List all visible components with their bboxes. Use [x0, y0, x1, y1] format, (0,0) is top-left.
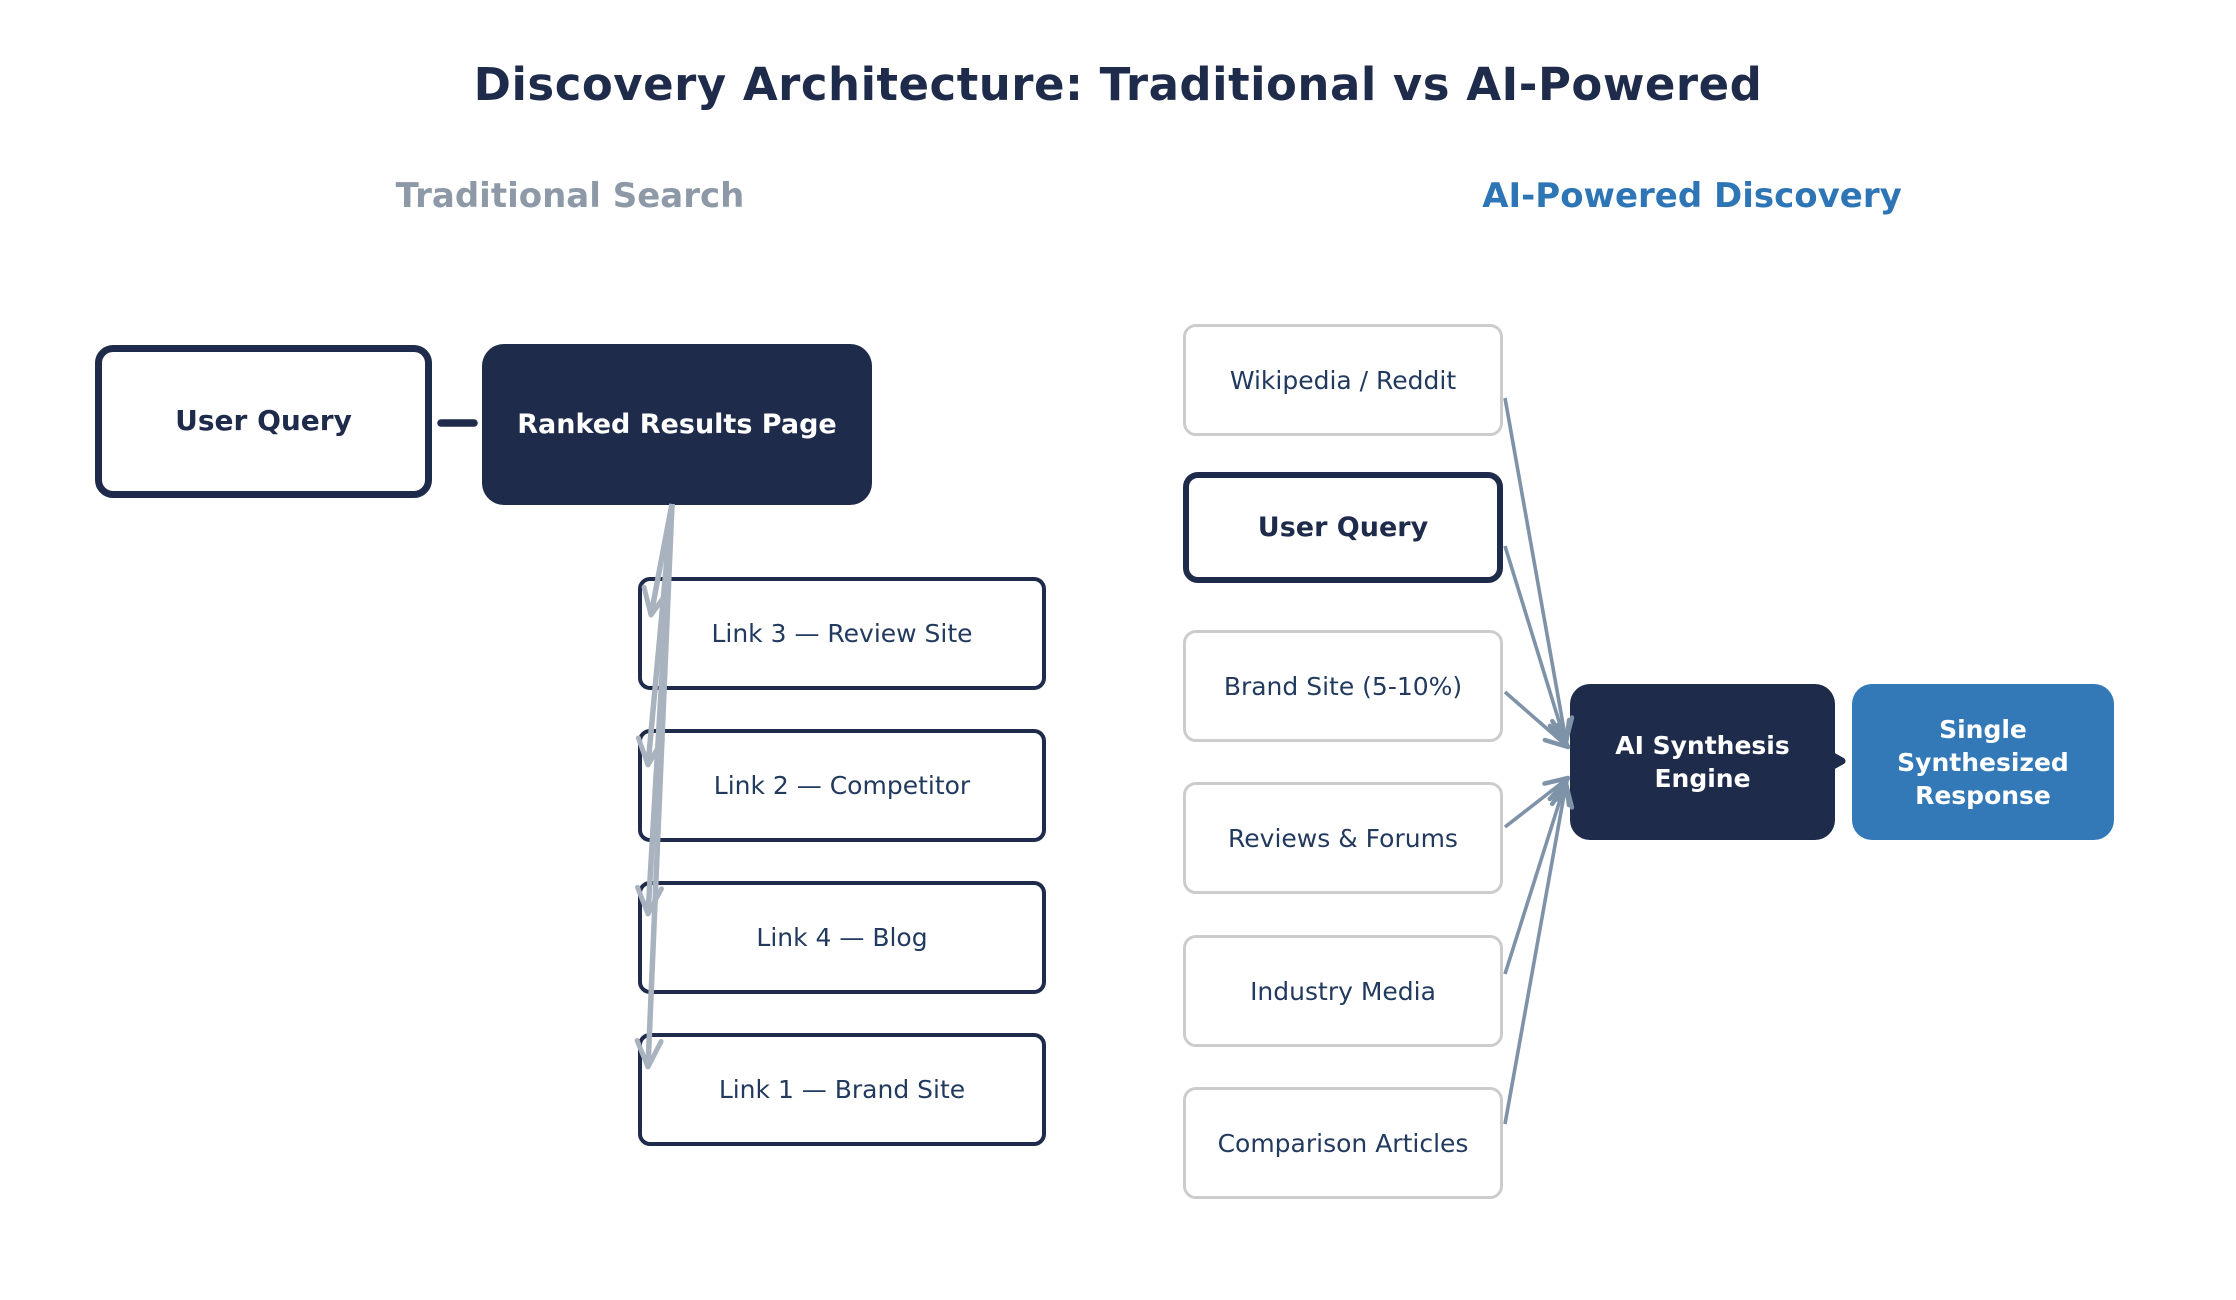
arrow-wikipedia-to-engine	[1503, 397, 1575, 744]
arrow-industry-media-to-engine	[1503, 778, 1572, 975]
section-title-ai-powered-discovery: AI-Powered Discovery	[1482, 176, 1902, 216]
node-link-competitor-label: Link 2 — Competitor	[713, 771, 971, 800]
node-user-query-traditional: User Query	[95, 345, 432, 498]
node-single-synthesized-response: Single Synthesized Response	[1852, 684, 2114, 840]
node-source-comparison-articles: Comparison Articles	[1183, 1087, 1503, 1199]
node-ranked-results-page: Ranked Results Page	[482, 344, 872, 505]
node-ranked-results-page-label: Ranked Results Page	[517, 408, 837, 440]
arrow-brand-site-to-engine	[1503, 690, 1571, 750]
node-user-query-ai-label: User Query	[1257, 511, 1429, 543]
node-source-reviews-forums: Reviews & Forums	[1183, 782, 1503, 894]
arrow-reviews-forums-to-engine	[1503, 775, 1571, 829]
node-link-review-site-label: Link 3 — Review Site	[711, 619, 973, 648]
node-link-blog-label: Link 4 — Blog	[756, 923, 928, 952]
node-user-query-traditional-label: User Query	[175, 404, 352, 438]
node-source-reviews-forums-label: Reviews & Forums	[1228, 823, 1458, 853]
node-link-competitor: Link 2 — Competitor	[638, 729, 1046, 842]
node-ai-synthesis-engine: AI Synthesis Engine	[1570, 684, 1835, 840]
node-link-review-site: Link 3 — Review Site	[638, 577, 1046, 690]
node-source-wikipedia-reddit-label: Wikipedia / Reddit	[1229, 365, 1457, 395]
node-source-wikipedia-reddit: Wikipedia / Reddit	[1183, 324, 1503, 436]
node-ai-synthesis-engine-label: AI Synthesis Engine	[1615, 731, 1790, 793]
node-source-brand-site-label: Brand Site (5-10%)	[1223, 671, 1463, 701]
node-user-query-ai: User Query	[1183, 472, 1503, 583]
section-title-traditional-search: Traditional Search	[395, 176, 745, 216]
arrow-ranked-to-link-blog	[635, 503, 675, 917]
page-title: Discovery Architecture: Traditional vs A…	[473, 58, 1763, 111]
arrow-comparison-articles-to-engine	[1503, 781, 1575, 1125]
node-source-brand-site: Brand Site (5-10%)	[1183, 630, 1503, 742]
node-source-industry-media: Industry Media	[1183, 935, 1503, 1047]
node-link-brand-site: Link 1 — Brand Site	[638, 1033, 1046, 1146]
node-link-brand-site-label: Link 1 — Brand Site	[718, 1075, 966, 1104]
node-single-synthesized-response-label: Single Synthesized Response	[1897, 714, 2069, 810]
node-link-blog: Link 4 — Blog	[638, 881, 1046, 994]
node-source-comparison-articles-label: Comparison Articles	[1217, 1128, 1469, 1158]
arrow-user-query-to-engine	[1503, 545, 1572, 747]
node-source-industry-media-label: Industry Media	[1250, 976, 1436, 1006]
